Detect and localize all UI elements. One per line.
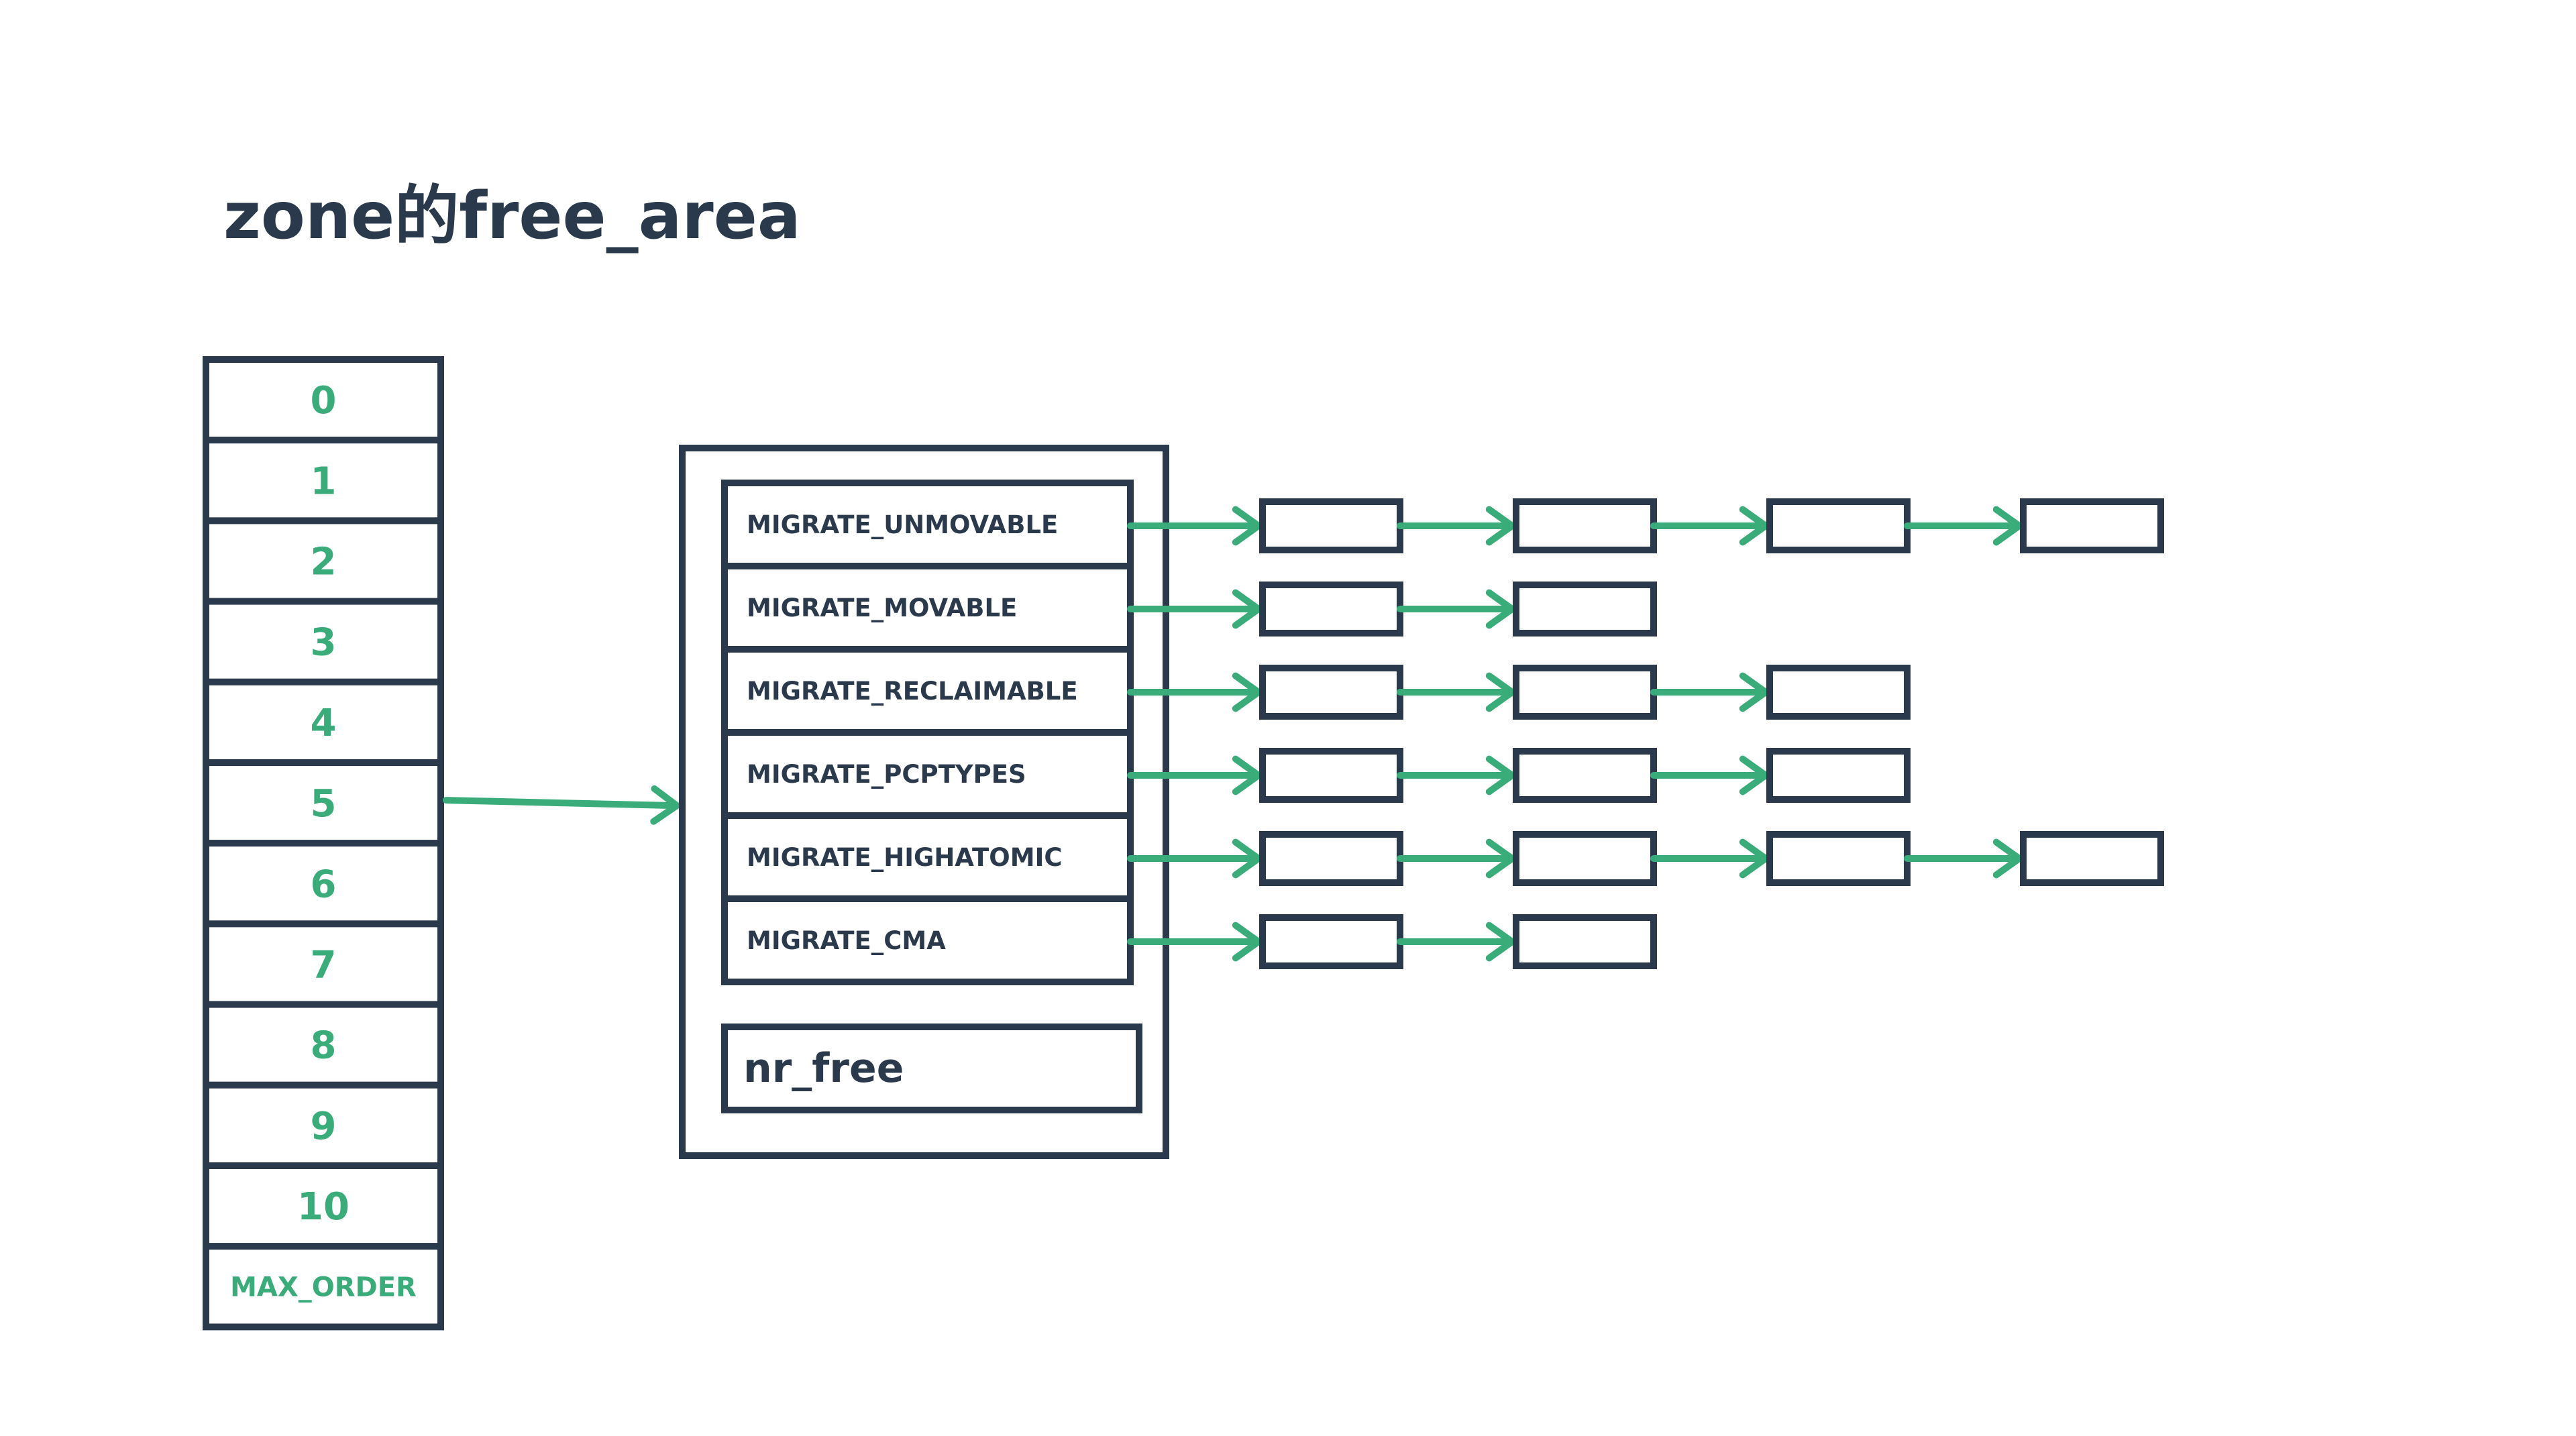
migrate-type-label: MIGRATE_HIGHATOMIC [747,843,1063,872]
order-cell: 6 [203,840,444,928]
order-cell: 8 [203,1001,444,1089]
migrate-type-label: MIGRATE_CMA [747,926,946,955]
order-label: 5 [311,782,337,826]
order-label: 6 [311,863,337,906]
free-area-struct: MIGRATE_UNMOVABLE MIGRATE_MOVABLE MIGRATE_… [679,445,1169,1159]
migrate-type-label: MIGRATE_UNMOVABLE [747,510,1058,539]
order-cell: 1 [203,437,444,524]
list-arrow [1397,672,1515,712]
free-page-block [1513,748,1657,803]
migrate-type-label: MIGRATE_RECLAIMABLE [747,677,1078,706]
order-label: 9 [311,1105,337,1148]
list-arrow [1650,755,1769,795]
free-page-block [1259,498,1403,553]
list-arrow [1904,506,2023,546]
order-label: 0 [311,379,337,423]
free-page-block [1513,831,1657,886]
free-page-block [1766,748,1911,803]
order-cell: 2 [203,517,444,605]
free-page-block [1513,665,1657,720]
free-page-list [1127,914,1657,969]
list-arrow [1127,922,1262,962]
free-page-block [1259,582,1403,637]
order-cell: 3 [203,598,444,685]
migrate-type-row: MIGRATE_UNMOVABLE [721,480,1134,569]
list-arrow [1397,506,1515,546]
migrate-type-row: MIGRATE_PCPTYPES [721,729,1134,819]
order-cell: 10 [203,1162,444,1250]
list-arrow [1650,506,1769,546]
list-arrow [1127,672,1262,712]
order-label: 3 [311,621,337,665]
free-page-block [1513,582,1657,637]
order-label: 1 [311,459,337,503]
free-page-block [1766,831,1911,886]
free-page-list [1127,582,1657,637]
list-arrow [1127,589,1262,629]
list-arrow [1397,589,1515,629]
free-page-block [1259,665,1403,720]
free-page-block [2020,831,2164,886]
order-cell: 7 [203,920,444,1008]
free-page-list [1127,665,1911,720]
free-page-block [2020,498,2164,553]
order-cell: 0 [203,356,444,444]
order-label: 2 [311,541,337,584]
free-page-list [1127,748,1911,803]
free-page-lists [1127,498,2164,969]
free-page-block [1766,498,1911,553]
order-label: 8 [311,1024,337,1068]
migrate-type-label: MIGRATE_PCPTYPES [747,760,1026,789]
free-page-block [1766,665,1911,720]
list-arrow [1650,838,1769,879]
migrate-type-row: MIGRATE_CMA [721,895,1134,985]
free-page-list [1127,498,2164,553]
list-arrow [1397,922,1515,962]
free-page-list [1127,831,2164,886]
free-page-block [1259,748,1403,803]
diagram-title: zone的free_area [223,178,801,254]
order-cell: MAX_ORDER [203,1243,444,1331]
list-arrow [1397,755,1515,795]
order-label: 4 [311,702,337,745]
order-label: 7 [311,944,337,987]
migrate-type-list: MIGRATE_UNMOVABLE MIGRATE_MOVABLE MIGRATE_… [721,480,1134,985]
nr-free-label: nr_free [743,1045,904,1092]
migrate-type-row: MIGRATE_RECLAIMABLE [721,646,1134,736]
order-cell: 9 [203,1081,444,1170]
list-arrow [1127,838,1262,879]
free-page-block [1513,498,1657,553]
list-arrow [1397,838,1515,879]
migrate-type-label: MIGRATE_MOVABLE [747,594,1017,622]
order-label: MAX_ORDER [230,1272,417,1303]
list-arrow [1127,506,1262,546]
migrate-type-row: MIGRATE_HIGHATOMIC [721,812,1134,902]
order-label: 10 [297,1185,350,1229]
order-cell: 4 [203,678,444,766]
list-arrow [1127,755,1262,795]
free-page-block [1259,831,1403,886]
order-arrow [443,785,680,825]
migrate-type-row: MIGRATE_MOVABLE [721,563,1134,653]
nr-free-box [721,1024,1142,1113]
free-page-block [1259,914,1403,969]
list-arrow [1904,838,2023,879]
order-cell: 5 [203,759,444,847]
free-page-block [1513,914,1657,969]
order-to-free-area-arrow [443,785,680,825]
list-arrow [1650,672,1769,712]
